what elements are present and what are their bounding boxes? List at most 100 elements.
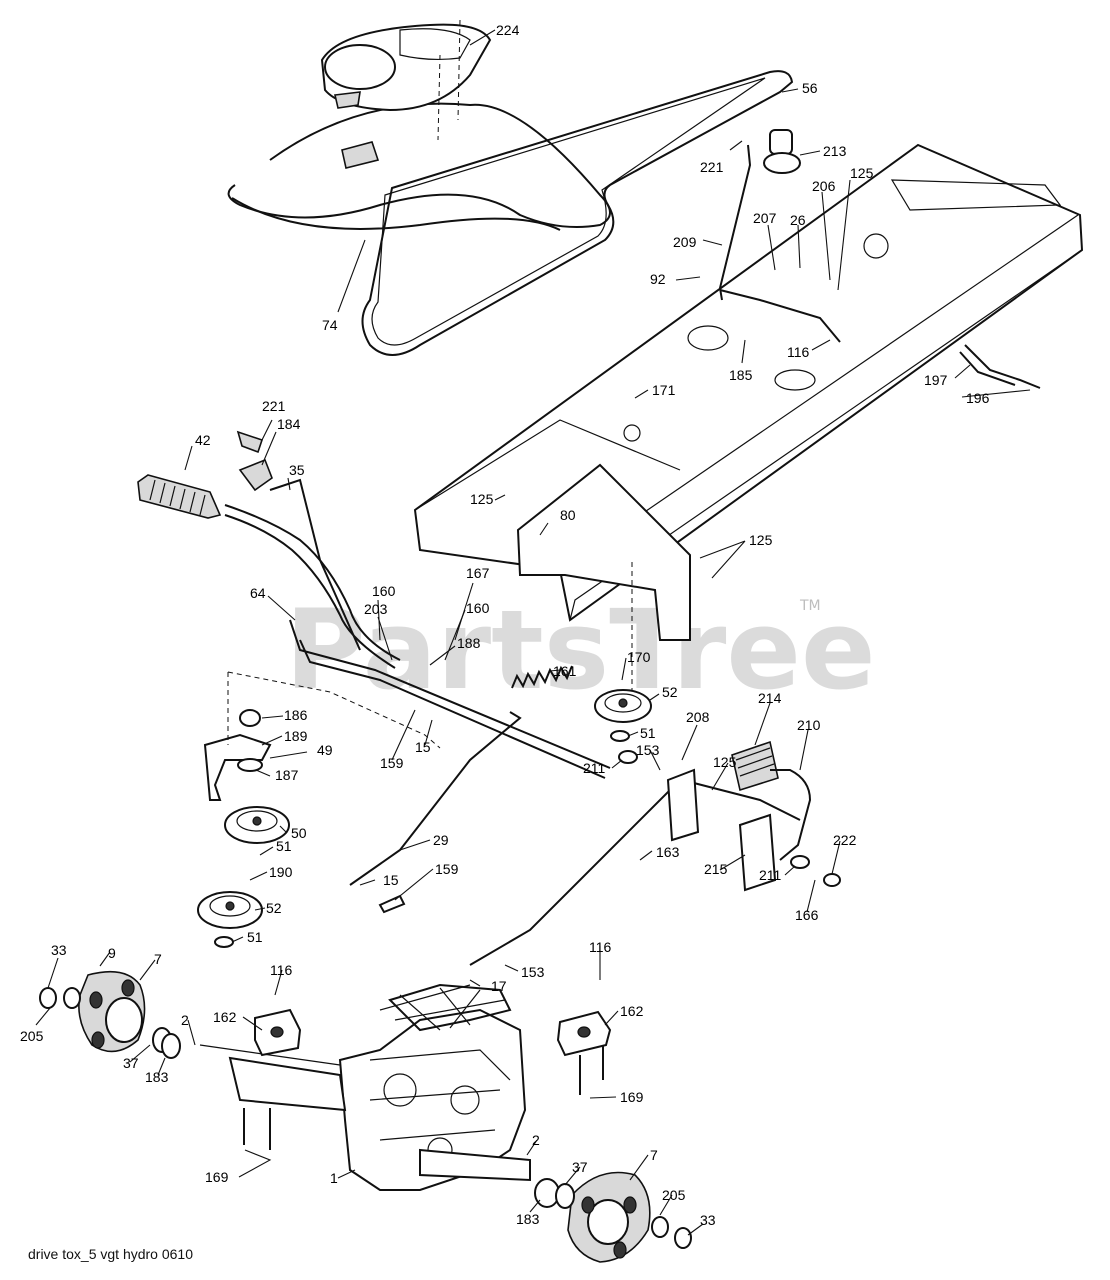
callout-80: 80 [560,507,576,523]
callout-7: 7 [154,951,162,967]
callout-125: 125 [850,165,874,181]
callout-187: 187 [275,767,299,783]
callout-215: 215 [704,861,728,877]
callout-208: 208 [686,709,710,725]
callout-190: 190 [269,864,293,880]
callout-211b: 211 [759,867,782,883]
callout-125c: 125 [749,532,773,548]
callout-224: 224 [496,22,520,38]
callout-169: 169 [205,1169,229,1185]
callout-206: 206 [812,178,836,194]
callout-183: 183 [145,1069,169,1085]
wheel-hub-left [78,970,181,1059]
drive-pedal [666,740,812,892]
wheel-hub-right [534,1171,651,1263]
callout-52: 52 [662,684,678,700]
callout-116c: 116 [589,939,612,955]
callout-189: 189 [284,728,308,744]
callout-64: 64 [250,585,266,601]
callout-160b: 160 [466,600,490,616]
idler-pulley-52-lower [197,891,263,948]
brake-rod [718,144,752,301]
callout-205: 205 [20,1028,44,1044]
callout-labels: 224 56 221 213 125 206 207 26 209 92 74 … [20,22,990,1228]
rod-29 [349,711,522,886]
callout-221b: 221 [262,398,286,414]
watermark-tm: TM [799,598,821,614]
callout-170: 170 [627,649,651,665]
callout-153: 153 [636,742,660,758]
frame [413,143,1084,641]
idler-bracket [203,733,272,801]
callout-7b: 7 [650,1147,658,1163]
callout-159b: 159 [435,861,459,877]
callout-33b: 33 [700,1212,716,1228]
callout-9: 9 [108,945,116,961]
callout-160: 160 [372,583,396,599]
callout-35: 35 [289,462,305,478]
callout-74: 74 [322,317,338,333]
callout-222: 222 [833,832,857,848]
callout-183b: 183 [516,1211,540,1227]
callout-116: 116 [787,344,810,360]
lift-lever [964,344,1041,389]
axle-bracket-left [243,1008,302,1150]
callout-159: 159 [380,755,404,771]
callout-221: 221 [700,159,724,175]
callout-15: 15 [415,739,431,755]
callout-26: 26 [790,212,806,228]
callout-52b: 52 [266,900,282,916]
callout-161: 161 [553,663,577,679]
callout-162b: 162 [620,1003,644,1019]
callout-33: 33 [51,942,67,958]
handle-assembly [137,474,611,779]
fender-hood [227,23,611,231]
callout-209: 209 [673,234,697,250]
callout-116b: 116 [270,962,293,978]
callout-15b: 15 [383,872,399,888]
callout-207: 207 [753,210,777,226]
callout-42: 42 [195,432,211,448]
callout-37: 37 [123,1055,139,1071]
leader-lines [35,29,1031,1236]
callout-92: 92 [650,271,666,287]
callout-210: 210 [797,717,821,733]
callout-169b: 169 [620,1089,644,1105]
idler-pulley-50 [224,806,290,844]
callout-56: 56 [802,80,818,96]
callout-51b: 51 [276,838,292,854]
callout-171: 171 [652,382,676,398]
callout-17: 17 [491,978,507,994]
diagram-caption: drive tox_5 vgt hydro 0610 [28,1246,193,1262]
callout-125b: 125 [470,491,494,507]
callout-50: 50 [291,825,307,841]
callout-29: 29 [433,832,449,848]
callout-167: 167 [466,565,490,581]
callout-1: 1 [330,1170,338,1186]
callout-2b: 2 [532,1132,540,1148]
transaxle [199,983,531,1191]
callout-163: 163 [656,844,680,860]
callout-2: 2 [181,1012,189,1028]
callout-37b: 37 [572,1159,588,1175]
callout-214: 214 [758,690,782,706]
callout-196: 196 [966,390,990,406]
tension-spring [511,665,573,689]
callout-197: 197 [924,372,948,388]
callout-203: 203 [364,601,388,617]
callout-184: 184 [277,416,301,432]
callout-51c: 51 [247,929,263,945]
idler-pulley-upper [594,689,652,742]
callout-186: 186 [284,707,308,723]
callout-51: 51 [640,725,656,741]
axle-bracket-right [556,1010,612,1095]
drive-belt [361,70,794,356]
callout-211: 211 [583,760,606,776]
callout-166: 166 [795,907,819,923]
callout-162: 162 [213,1009,237,1025]
callout-188: 188 [457,635,481,651]
callout-125d: 125 [713,754,737,770]
callout-153b: 153 [521,964,545,980]
callout-185: 185 [729,367,753,383]
